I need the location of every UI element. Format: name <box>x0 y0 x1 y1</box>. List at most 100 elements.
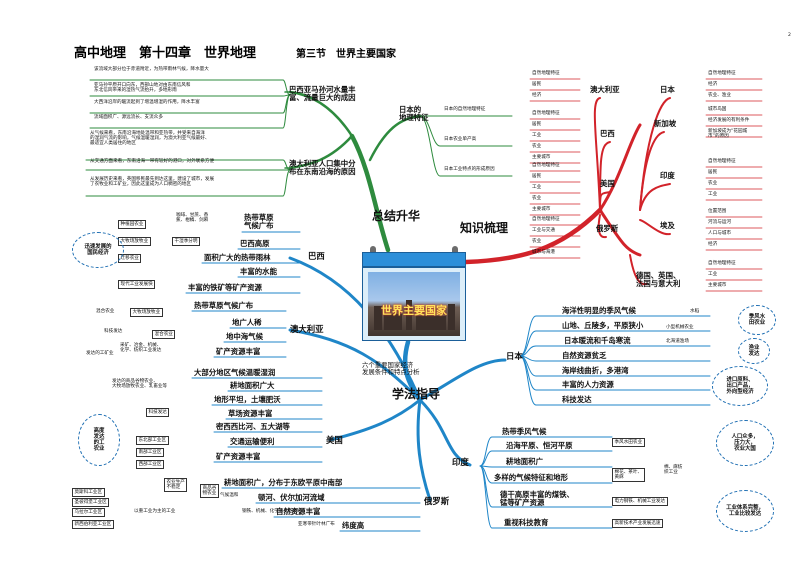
connector-line <box>330 400 420 440</box>
summary-japan-item: 日本的自然地理特征 <box>444 108 485 113</box>
method-factor: 耕地面积广，分布于东欧平原中南部 <box>224 479 342 487</box>
factor-box: 棉花、茶叶、 黄麻 <box>612 468 645 482</box>
factor-note: 小型机械农业 <box>666 326 694 331</box>
knowledge-leaf: 人口与城市 <box>708 232 731 237</box>
page-number: 2 <box>788 34 791 39</box>
method-factor: 纬度高 <box>342 522 364 530</box>
region-box: 新西伯利亚工业区 <box>72 520 114 529</box>
country-node: 美国 <box>600 180 615 188</box>
method-factor: 沿海平原、恒河平原 <box>506 442 573 450</box>
knowledge-leaf: 自然地理特征 <box>532 218 560 223</box>
subnode-japan-geography: 日本的 地理特征 <box>399 106 429 122</box>
knowledge-leaf: 居民 <box>708 171 717 176</box>
connector-line <box>640 98 670 210</box>
method-caption: 六个重要国家经济 发展条件和特点分析 <box>362 362 420 375</box>
method-factor: 丰富的人力资源 <box>562 381 614 389</box>
knowledge-leaf: 工业 <box>532 134 541 139</box>
knowledge-leaf: 河流与运河 <box>708 221 731 226</box>
factor-box: 电力钢铁、机械工业发达 <box>612 497 668 506</box>
factor-note: 北海道渔场 <box>666 340 689 345</box>
method-factor: 面积广大的热带雨林 <box>204 254 271 262</box>
outcome-india-industry: 工业体系完整， 工业比较发达 <box>716 490 774 532</box>
outcome-japan-fishery: 渔业 发达 <box>738 338 770 364</box>
reason-australia-population: 从发展历史来看，英国移民最先到达这里，建设了城市，发展 了农牧业和工矿业，因此这… <box>90 178 214 188</box>
knowledge-leaf: 主要城市 <box>532 208 550 213</box>
method-factor: 丰富的水能 <box>240 268 277 276</box>
reason-australia-population: 从交通方面来看，东南沿海一带有较好的港口，对外联系方便 <box>90 160 214 165</box>
country-node: 新加坡 <box>654 120 676 128</box>
knowledge-leaf: 农业 <box>532 197 541 202</box>
region-box: 乌拉尔工业区 <box>72 508 105 517</box>
method-factor: 热带草原 气候广布 <box>244 214 274 230</box>
connector-line <box>640 184 670 210</box>
branch-method: 学法指导 <box>392 388 440 401</box>
method-factor: 日本暖流和千岛寒流 <box>564 337 631 345</box>
outcome-brazil-economy: 迅速发展的 国民经济 <box>72 232 124 268</box>
factor-box: 东北部工业区 <box>136 436 169 445</box>
page-title: 高中地理 第十四章 世界地理 <box>74 47 256 61</box>
method-country-india: 印度 <box>452 458 469 467</box>
factor-box: 现代工业发展快 <box>118 280 155 289</box>
factor-box: 西部工业区 <box>136 460 164 469</box>
country-node: 印度 <box>660 172 675 180</box>
knowledge-leaf: 经济 <box>708 83 717 88</box>
method-country-japan: 日本 <box>506 352 523 361</box>
connector-line <box>420 400 470 465</box>
method-factor: 热带季风气候 <box>502 428 546 436</box>
knowledge-leaf: 农业 <box>532 145 541 150</box>
knowledge-leaf: 居民 <box>532 83 541 88</box>
method-factor: 交通运输便利 <box>230 438 274 446</box>
method-country-australia: 澳大利亚 <box>290 325 324 334</box>
knowledge-leaf: 城市岛国 <box>708 108 726 113</box>
region-box: 圣彼得堡工业区 <box>72 498 109 507</box>
country-node: 巴西 <box>600 130 615 138</box>
knowledge-leaf: 新加坡成为“花园城 市”的原因 <box>708 130 747 140</box>
knowledge-leaf: 城市与海港 <box>532 251 555 256</box>
method-factor: 多样的气候特征和地形 <box>494 474 568 482</box>
knowledge-leaf: 经济 <box>708 243 717 248</box>
method-factor: 地中海气候 <box>226 333 263 341</box>
knowledge-leaf: 工业 <box>708 193 717 198</box>
central-topic-label: 世界主要国家 <box>366 302 462 318</box>
factor-box: 农业生产 不稳定 <box>164 478 187 492</box>
summary-japan-item: 日本农业单产高 <box>444 138 476 143</box>
method-factor: 山地、丘陵多，平原狭小 <box>562 322 643 330</box>
country-node: 俄罗斯 <box>596 225 618 233</box>
knowledge-leaf: 自然地理特征 <box>532 112 560 117</box>
knowledge-leaf: 农业 <box>532 240 541 245</box>
method-factor: 重视科技教育 <box>504 519 548 527</box>
branch-summary-line <box>352 136 388 250</box>
factor-note: 咖啡、甘蔗、香 蕉、柑橘、剑麻 <box>176 214 208 224</box>
factor-box: 商品谷 物农业 <box>200 484 219 498</box>
method-factor: 大部分地区气候温暖湿润 <box>194 369 275 377</box>
factor-note: 以重工业为主的工业 <box>134 510 175 515</box>
method-factor: 矿产资源丰富 <box>216 348 260 356</box>
knowledge-leaf: 自然地理特征 <box>532 164 560 169</box>
knowledge-leaf: 居民 <box>532 123 541 128</box>
method-factor: 密西西比河、五大湖等 <box>216 423 290 431</box>
factor-box: 大牧场放牧业 <box>130 308 163 317</box>
knowledge-leaf: 位置范围 <box>708 210 726 215</box>
knowledge-leaf: 工业与交通 <box>532 229 555 234</box>
method-factor: 矿产资源丰富 <box>216 453 260 461</box>
method-country-brazil: 巴西 <box>308 252 325 261</box>
method-factor: 科技发达 <box>562 396 592 404</box>
knowledge-leaf: 主要城市 <box>708 284 726 289</box>
knowledge-leaf: 经济发展的有利条件 <box>708 119 749 124</box>
factor-note: 棉、麻纺 织工业 <box>664 466 682 476</box>
outcome-india-population: 人口众多， 压力大， 农业大国 <box>716 420 774 466</box>
central-topic-calendar: 世界主要国家 <box>362 246 466 342</box>
method-factor: 地广人稀 <box>232 319 262 327</box>
factor-box: 干湿季分明 <box>172 237 200 246</box>
reason-australia-population: 从气候来看，东南沿海地处温带和亚热带，并受来自海洋 的湿润气流的影响，气候温暖湿… <box>90 132 209 146</box>
country-node: 日本 <box>660 86 675 94</box>
factor-note: 发达的商品谷物农业、 大牧场放牧农业、乳畜业等 <box>112 380 167 390</box>
method-factor: 德干高原丰富的煤铁、 锰等矿产资源 <box>500 491 574 507</box>
factor-note: 钢铁、机械、化学等工业发达 <box>242 510 302 515</box>
knowledge-leaf: 主要城市 <box>532 156 550 161</box>
method-factor: 巴西高原 <box>240 240 270 248</box>
factor-box: 南部工业区 <box>136 448 164 457</box>
factor-box: 季风水田农业 <box>612 438 645 447</box>
question-brazil-amazon: 巴西亚马孙河水量丰 富、流量巨大的成因 <box>289 86 356 102</box>
reason-brazil-amazon: 亚马孙平原开口向东，西部山地对由东南信风和 东北信风带来的湿热气流抬升，多地形雨 <box>94 84 190 94</box>
